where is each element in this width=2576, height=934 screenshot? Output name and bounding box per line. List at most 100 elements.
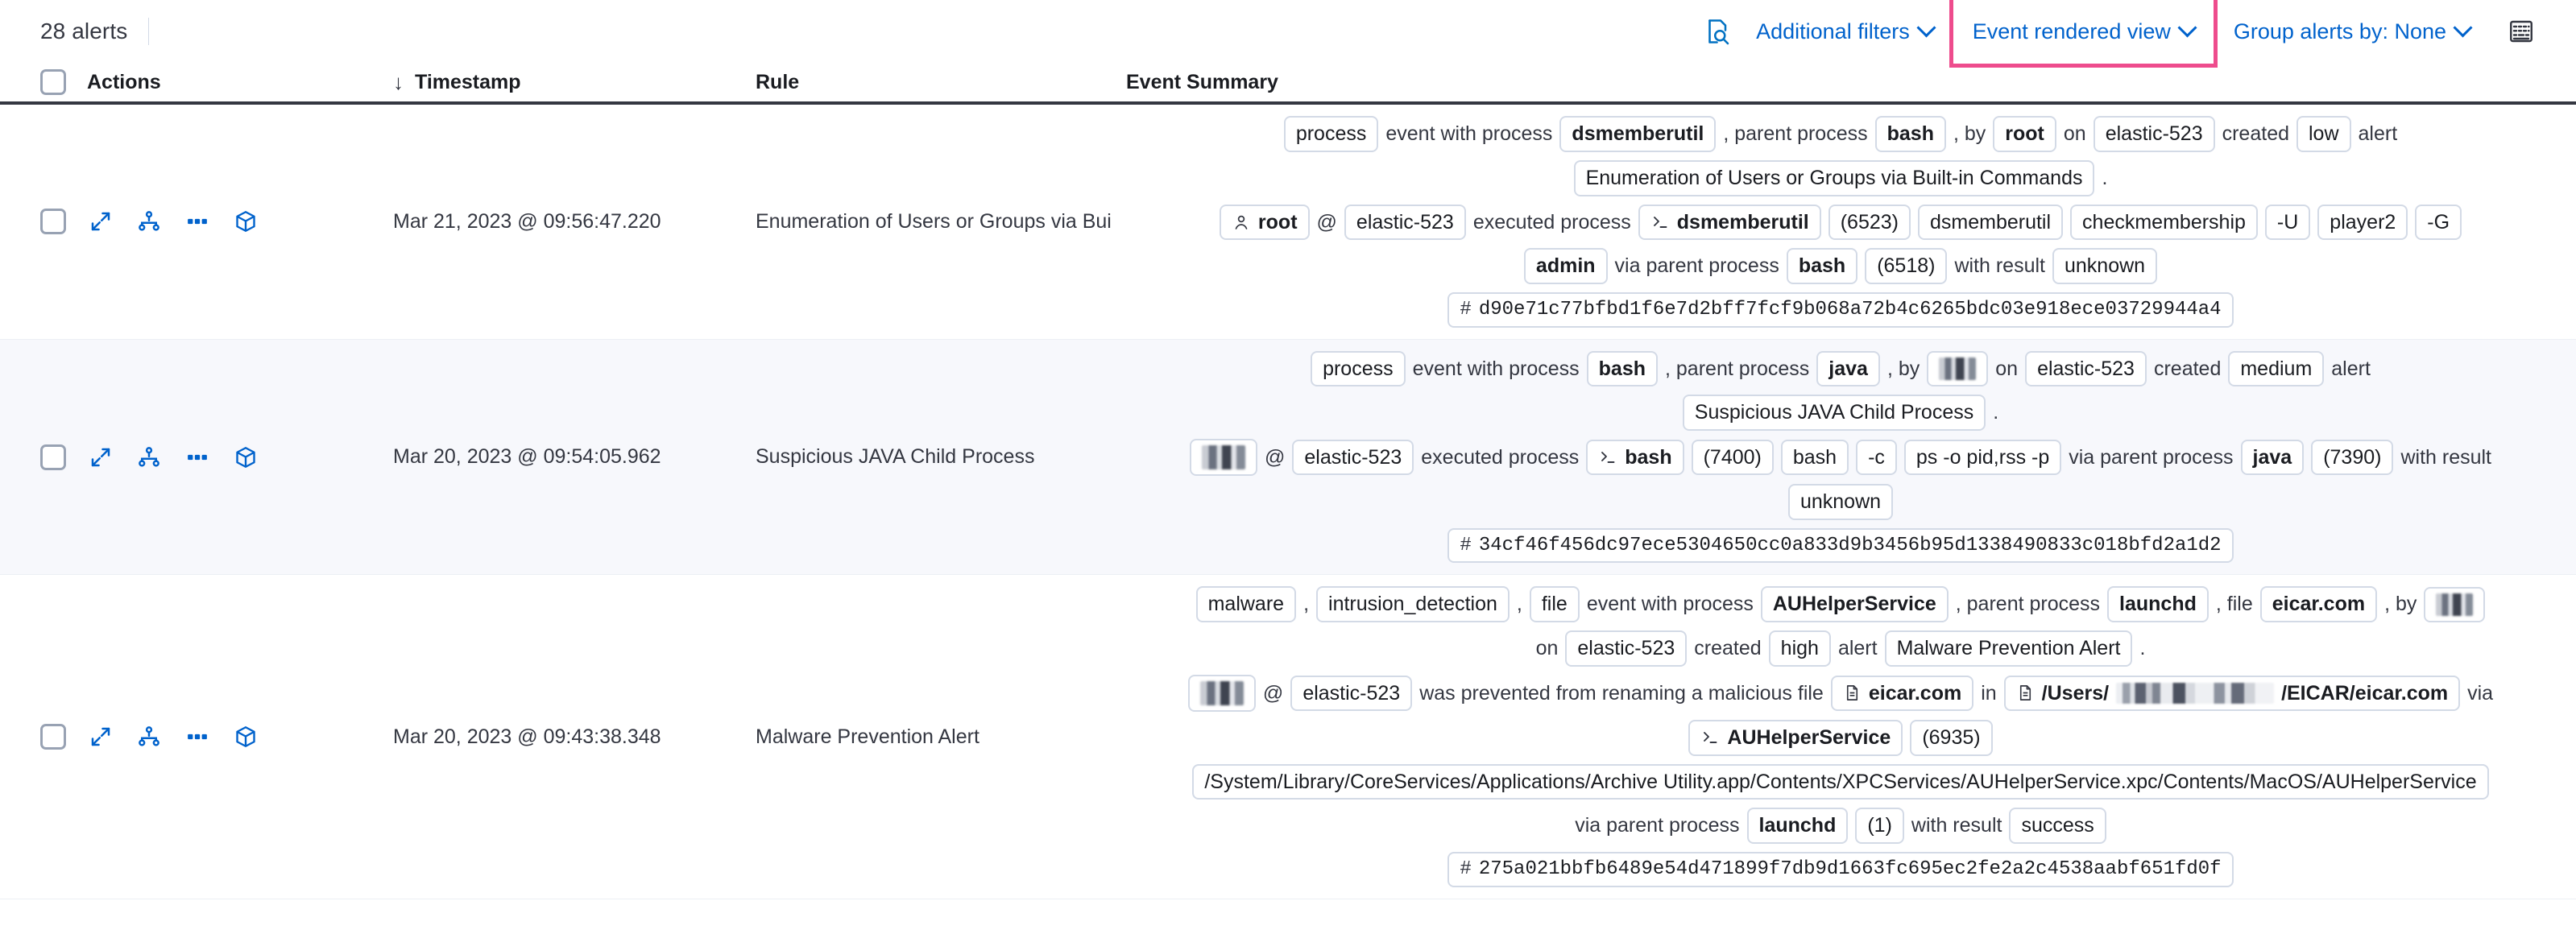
summary-pill[interactable]: file (1529, 586, 1580, 623)
inspect-search-icon[interactable] (1700, 13, 1737, 50)
rule-name[interactable]: Malware Prevention Alert (756, 725, 979, 748)
summary-pill[interactable]: (6518) (1865, 248, 1948, 284)
more-actions-icon[interactable] (184, 723, 211, 750)
summary-pill[interactable]: elastic-523 (2025, 350, 2147, 387)
toolbar-actions: Additional filters Event rendered view G… (1700, 0, 2541, 68)
summary-pill[interactable]: low (2296, 116, 2351, 152)
summary-pill-label: file (1541, 593, 1568, 616)
row-select-cell (40, 209, 87, 235)
summary-pill[interactable]: bash (1780, 439, 1849, 476)
row-select-checkbox[interactable] (40, 444, 66, 470)
summary-text: . (2139, 637, 2146, 660)
summary-pill[interactable]: -G (2415, 204, 2462, 241)
summary-pill[interactable]: bash (1586, 439, 1684, 476)
summary-pill[interactable]: elastic-523 (1344, 204, 1466, 241)
redacted-user-pill[interactable] (1927, 350, 1989, 386)
additional-filters-button[interactable]: Additional filters (1745, 13, 1944, 51)
summary-pill[interactable]: eicar.com (1830, 675, 1974, 712)
rule-name[interactable]: Enumeration of Users or Groups via Bui (756, 209, 1112, 233)
rule-header[interactable]: Rule (756, 71, 1126, 94)
summary-pill-label: launchd (2119, 593, 2197, 616)
summary-pill[interactable]: /System/Library/CoreServices/Application… (1192, 763, 2489, 800)
summary-pill[interactable]: high (1768, 630, 1831, 667)
summary-pill[interactable]: java (1816, 350, 1880, 387)
summary-pill[interactable]: process (1283, 116, 1379, 152)
analyze-event-icon[interactable] (135, 208, 163, 235)
summary-pill[interactable]: AUHelperService (1760, 586, 1949, 623)
add-to-case-icon[interactable] (232, 208, 259, 235)
summary-pill[interactable]: (7400) (1691, 439, 1774, 476)
summary-pill[interactable]: java (2240, 439, 2305, 476)
file-icon (1843, 684, 1862, 702)
summary-pill[interactable]: (1) (1855, 808, 1904, 845)
more-actions-icon[interactable] (184, 444, 211, 471)
redacted-user-pill[interactable] (1189, 439, 1257, 477)
event-rendered-view-button[interactable]: Event rendered view (1961, 13, 2205, 51)
event-hash-pill[interactable]: #d90e71c77bfbd1f6e7d2bff7fcf9b068a72b4c6… (1447, 292, 2234, 328)
timestamp-header[interactable]: ↓ Timestamp (393, 70, 756, 95)
summary-pill[interactable]: medium (2228, 350, 2325, 387)
summary-pill[interactable]: dsmemberutil (1559, 116, 1717, 152)
summary-pill[interactable]: AUHelperService (1688, 719, 1903, 756)
file-path-pill[interactable]: /Users//EICAR/eicar.com (2003, 675, 2461, 712)
summary-pill[interactable]: -c (1856, 439, 1897, 476)
row-select-checkbox[interactable] (40, 724, 66, 750)
analyze-event-icon[interactable] (135, 444, 163, 471)
summary-pill[interactable]: (7390) (2311, 439, 2394, 476)
keyboard-icon[interactable] (2502, 12, 2541, 51)
summary-pill[interactable]: Malware Prevention Alert (1884, 630, 2133, 667)
expand-icon[interactable] (87, 208, 114, 235)
summary-text: event with process (1385, 122, 1553, 145)
summary-text: with result (1954, 254, 2045, 278)
summary-pill[interactable]: elastic-523 (1290, 675, 1413, 712)
redacted-user-pill[interactable] (2424, 586, 2486, 622)
summary-pill[interactable]: elastic-523 (1292, 439, 1414, 476)
summary-pill[interactable]: unknown (2052, 248, 2158, 284)
summary-pill[interactable]: (6935) (1910, 719, 1993, 756)
summary-pill[interactable]: dsmemberutil (1638, 204, 1821, 241)
analyze-event-icon[interactable] (135, 723, 163, 750)
summary-pill[interactable]: Suspicious JAVA Child Process (1682, 395, 1986, 432)
event-hash-pill[interactable]: #34cf46f456dc97ece5304650cc0a833d9b3456b… (1447, 527, 2234, 564)
summary-pill[interactable]: admin (1523, 248, 1608, 284)
select-all-checkbox[interactable] (40, 69, 66, 95)
more-actions-icon[interactable] (184, 208, 211, 235)
summary-pill[interactable]: ps -o pid,rss -p (1903, 439, 2062, 476)
summary-pill[interactable]: checkmembership (2070, 204, 2258, 241)
summary-pill[interactable]: dsmemberutil (1917, 204, 2064, 241)
summary-pill[interactable]: -U (2264, 204, 2311, 241)
summary-pill[interactable]: launchd (1746, 808, 1849, 845)
summary-pill[interactable]: elastic-523 (2093, 116, 2215, 152)
group-alerts-by-button[interactable]: Group alerts by: None (2222, 13, 2481, 51)
redacted-user-pill[interactable] (1187, 674, 1256, 712)
expand-icon[interactable] (87, 444, 114, 471)
summary-pill[interactable]: bash (1874, 116, 1946, 152)
summary-pill[interactable]: bash (1586, 350, 1659, 387)
summary-pill[interactable]: intrusion_detection (1316, 586, 1510, 623)
redaction-block (2436, 593, 2474, 616)
row-select-checkbox[interactable] (40, 209, 66, 235)
summary-pill[interactable]: eicar.com (2259, 586, 2378, 623)
summary-pill[interactable]: Enumeration of Users or Groups via Built… (1573, 159, 2095, 196)
add-to-case-icon[interactable] (232, 723, 259, 750)
summary-pill[interactable]: player2 (2317, 204, 2408, 241)
summary-pill[interactable]: unknown (1787, 484, 1894, 520)
summary-pill[interactable]: (6523) (1828, 204, 1911, 241)
summary-pill[interactable]: root (1993, 116, 2056, 152)
summary-pill[interactable]: success (2009, 808, 2106, 845)
summary-pill[interactable]: root (1219, 204, 1310, 241)
summary-pill[interactable]: process (1311, 350, 1406, 387)
event-hash-pill[interactable]: #275a021bbfb6489e54d471899f7db9d1663fc69… (1447, 852, 2234, 887)
summary-pill[interactable]: elastic-523 (1565, 630, 1688, 667)
rule-name[interactable]: Suspicious JAVA Child Process (756, 445, 1035, 469)
summary-pill[interactable]: launchd (2107, 586, 2209, 623)
summary-pill[interactable]: malware (1195, 586, 1297, 623)
summary-pill[interactable]: bash (1786, 248, 1858, 284)
add-to-case-icon[interactable] (232, 444, 259, 471)
expand-icon[interactable] (87, 723, 114, 750)
